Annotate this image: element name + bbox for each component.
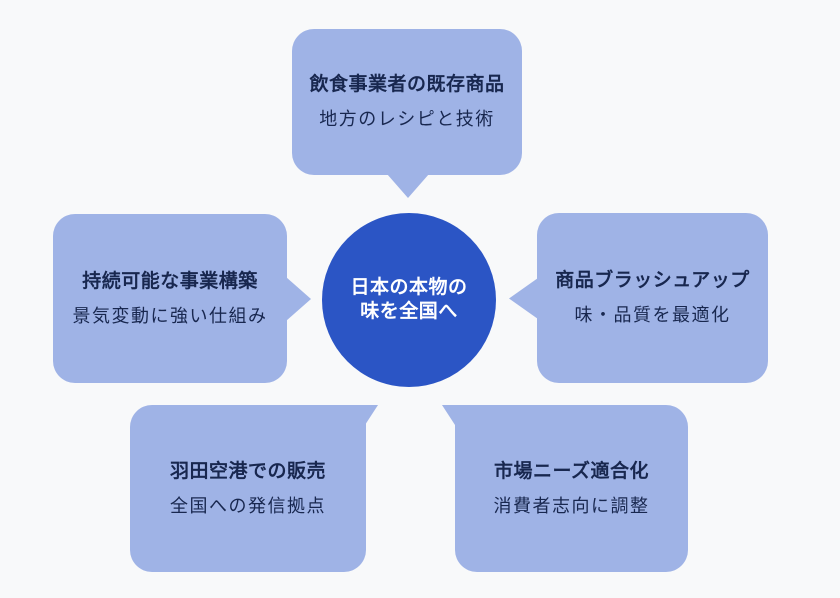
bubble-top-pointer-icon (387, 174, 429, 198)
center-circle-line2: 味を全国へ (360, 300, 458, 322)
bubble-right-subtitle: 味・品質を最適化 (574, 305, 731, 327)
bubble-bottom-left-title: 羽田空港での販売 (169, 459, 326, 482)
bubble-bottom-right-pointer-icon (442, 405, 455, 425)
bubble-top-subtitle: 地方のレシピと技術 (319, 109, 495, 131)
bubble-right-pointer-icon (509, 278, 538, 319)
bubble-bottom-right: 市場ニーズ適合化 消費者志向に調整 (455, 405, 688, 572)
bubble-right: 商品ブラッシュアップ 味・品質を最適化 (537, 213, 768, 383)
bubble-left-subtitle: 景気変動に強い仕組み (72, 305, 268, 327)
bubble-bottom-left-pointer-icon (365, 405, 378, 425)
bubble-bottom-right-subtitle: 消費者志向に調整 (493, 495, 650, 517)
bubble-bottom-right-title: 市場ニーズ適合化 (493, 459, 650, 482)
bubble-bottom-left-subtitle: 全国への発信拠点 (170, 495, 326, 517)
center-circle: 日本の本物の 味を全国へ (322, 213, 496, 387)
bubble-bottom-left: 羽田空港での販売 全国への発信拠点 (130, 405, 366, 572)
bubble-left: 持続可能な事業構築 景気変動に強い仕組み (53, 214, 287, 383)
bubble-left-pointer-icon (286, 277, 311, 321)
center-circle-line1: 日本の本物の (350, 276, 468, 299)
bubble-top: 飲食事業者の既存商品 地方のレシピと技術 (292, 29, 522, 175)
bubble-top-title: 飲食事業者の既存商品 (309, 73, 505, 96)
bubble-left-title: 持続可能な事業構築 (82, 269, 258, 292)
bubble-right-title: 商品ブラッシュアップ (555, 269, 750, 292)
